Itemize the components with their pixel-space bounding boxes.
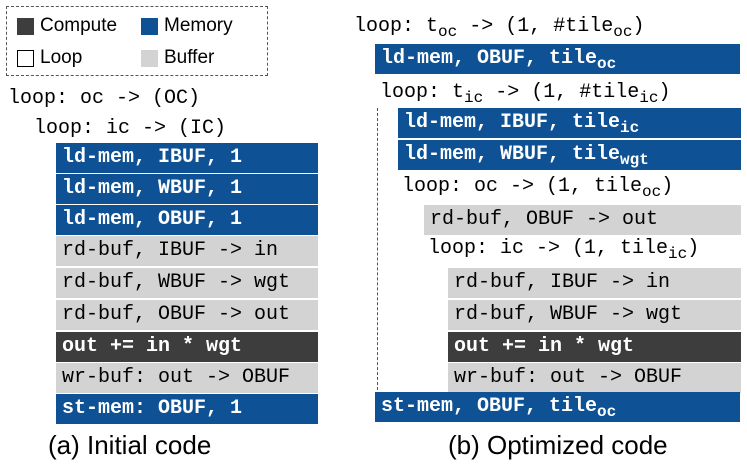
initial-wr-buf: wr-buf: out -> OBUF [56,363,318,393]
opt-ld-ibuf: ld-mem, IBUF, tileic [398,108,741,138]
legend-loop: Loop [17,47,82,69]
opt-loop-tic-scope-line [377,108,378,390]
legend-compute: Compute [17,15,117,37]
loop-swatch [17,49,34,67]
legend: Compute Memory Loop Buffer [6,6,268,76]
initial-loop-ic: loop: ic -> (IC) [34,117,227,140]
initial-ld-obuf: ld-mem, OBUF, 1 [56,205,318,235]
compute-swatch [17,17,34,35]
initial-rd-obuf: rd-buf, OBUF -> out [56,300,318,330]
opt-wr-buf: wr-buf: out -> OBUF [448,363,741,393]
legend-buffer-label: Buffer [164,47,215,68]
initial-compute: out += in * wgt [56,332,318,362]
opt-loop-ic: loop: ic -> (1, tileic) [428,237,700,263]
initial-rd-ibuf: rd-buf, IBUF -> in [56,236,318,266]
initial-rd-wbuf: rd-buf, WBUF -> wgt [56,268,318,298]
initial-loop-oc: loop: oc -> (OC) [8,87,201,110]
opt-compute: out += in * wgt [448,332,741,362]
legend-compute-label: Compute [40,15,118,36]
opt-ld-obuf: ld-mem, OBUF, tileoc [375,44,740,74]
opt-st-mem: st-mem, OBUF, tileoc [375,392,740,422]
initial-st-mem: st-mem: OBUF, 1 [56,394,318,424]
opt-rd-wbuf: rd-buf, WBUF -> wgt [448,300,741,330]
opt-loop-toc: loop: toc -> (1, #tileoc) [354,15,645,41]
legend-memory-label: Memory [164,15,233,36]
opt-rd-obuf: rd-buf, OBUF -> out [424,205,741,235]
memory-swatch [141,17,158,35]
legend-buffer: Buffer [141,47,214,69]
opt-loop-oc: loop: oc -> (1, tileoc) [402,175,674,201]
opt-ld-wbuf: ld-mem, WBUF, tilewgt [398,140,741,170]
opt-rd-ibuf: rd-buf, IBUF -> in [448,268,741,298]
opt-loop-tic: loop: tic -> (1, #tileic) [380,81,671,107]
caption-optimized: (b) Optimized code [448,430,668,460]
legend-memory: Memory [141,15,233,37]
initial-ld-wbuf: ld-mem, WBUF, 1 [56,174,318,204]
buffer-swatch [141,49,158,67]
initial-ld-ibuf: ld-mem, IBUF, 1 [56,143,318,173]
caption-initial: (a) Initial code [48,430,212,460]
legend-loop-label: Loop [40,47,83,68]
